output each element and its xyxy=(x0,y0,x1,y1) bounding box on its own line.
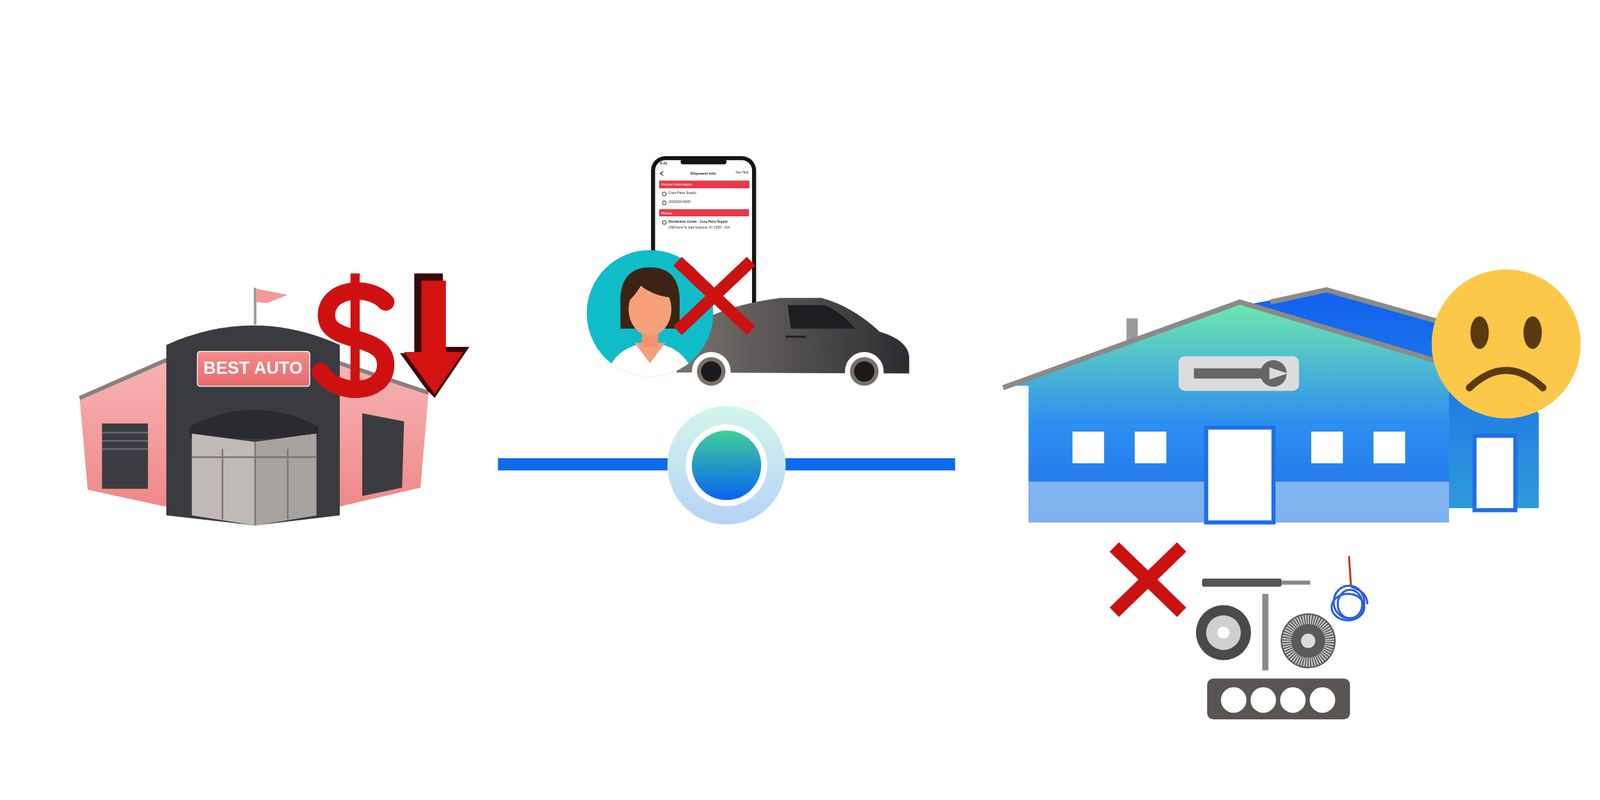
illustration-part xyxy=(192,441,317,526)
illustration-part xyxy=(1373,431,1405,463)
sad-face xyxy=(1431,269,1581,419)
illustration-part xyxy=(1206,427,1274,523)
illustration-part xyxy=(1114,547,1182,613)
illustration-part xyxy=(785,336,807,338)
illustration-part xyxy=(700,360,722,382)
illustration-part xyxy=(101,432,148,450)
node-text: Vendor Information xyxy=(661,182,692,187)
illustration-part xyxy=(1009,303,1449,523)
screen-text: Get Help xyxy=(736,171,749,176)
illustration-part xyxy=(320,291,386,390)
illustration-part xyxy=(1280,613,1336,669)
illustration-part xyxy=(691,352,731,392)
illustration-part xyxy=(101,432,148,434)
illustration-part xyxy=(677,261,752,331)
illustration-part xyxy=(101,448,148,450)
illustration-part xyxy=(844,352,884,392)
illustration-part xyxy=(254,441,256,526)
illustration-part xyxy=(660,171,664,176)
illustration-part xyxy=(787,305,856,329)
illustration-part xyxy=(662,192,667,196)
illustration-part xyxy=(221,449,223,520)
illustration-part xyxy=(1178,355,1300,391)
car-parts xyxy=(1196,556,1368,720)
price-drop-symbol xyxy=(320,273,470,399)
illustration-part xyxy=(101,423,148,489)
illustration-part xyxy=(190,409,319,439)
illustration-part xyxy=(192,456,317,458)
illustration-part xyxy=(255,433,317,526)
illustration-part xyxy=(1287,619,1330,663)
screen-text: (315)000-0000 xyxy=(668,200,691,205)
illustration-part xyxy=(403,280,463,394)
screen-text: Distribution Center - Cuse Parts Supply xyxy=(668,220,728,224)
illustration-part xyxy=(691,430,761,500)
screen-text: Cuse Parts Supply xyxy=(668,192,697,196)
progress-line xyxy=(497,406,955,525)
auto-shop xyxy=(79,288,429,526)
illustration-part xyxy=(1196,604,1252,660)
illustration-part xyxy=(1269,367,1288,380)
illustration-part xyxy=(1221,687,1247,713)
shop-sign: BEST AUTO xyxy=(196,350,310,387)
illustration-part xyxy=(685,424,768,507)
illustration-part xyxy=(1349,556,1352,587)
illustration-part xyxy=(1262,593,1269,671)
cross-mark xyxy=(677,261,752,331)
illustration-part xyxy=(1207,678,1350,720)
illustration-part xyxy=(1470,316,1490,349)
cross-mark xyxy=(1114,547,1182,613)
illustration-part xyxy=(1301,633,1316,648)
illustration-part xyxy=(663,200,667,205)
illustration-part xyxy=(1431,269,1581,419)
section-bar: Pickup xyxy=(659,209,749,217)
illustration-part xyxy=(254,288,257,325)
illustration-part xyxy=(1217,626,1230,639)
node-text: BEST AUTO xyxy=(203,358,303,379)
illustration-part xyxy=(628,277,674,301)
illustration-part xyxy=(1469,370,1544,388)
illustration-part xyxy=(667,406,786,525)
node-text: Pickup xyxy=(661,210,672,215)
illustration-part xyxy=(101,440,148,442)
illustration-part xyxy=(1206,615,1241,650)
illustration-part xyxy=(677,261,752,331)
screen-text: 1695 Acme St, East Syracuse, NY 13057, U… xyxy=(668,226,748,230)
illustration-part xyxy=(1523,316,1542,349)
illustration-part xyxy=(400,273,470,399)
screen-text: Shipment Info xyxy=(690,170,717,176)
illustration-part xyxy=(1072,431,1104,463)
illustration-part xyxy=(1309,687,1336,713)
screen-text: 6:22 xyxy=(660,161,668,166)
illustration-part xyxy=(79,359,169,399)
illustration-part xyxy=(696,357,726,386)
illustration-part xyxy=(192,433,317,526)
illustration-part xyxy=(1250,687,1277,713)
illustration-part xyxy=(1134,431,1167,463)
illustration-part xyxy=(1474,435,1516,511)
illustration-part xyxy=(1311,431,1343,463)
illustration-part xyxy=(849,357,879,386)
illustration-part xyxy=(604,343,696,383)
illustration-part xyxy=(1281,580,1311,585)
illustration-part xyxy=(1114,547,1182,613)
illustration-part xyxy=(286,449,288,520)
illustration-part xyxy=(166,325,340,527)
section-bar: Vendor Information xyxy=(659,180,749,188)
illustration-part xyxy=(1201,578,1282,587)
illustration-part xyxy=(680,159,727,165)
illustration-part xyxy=(256,288,288,303)
illustration-part xyxy=(79,359,169,507)
illustration-part xyxy=(1002,302,1451,388)
illustration-part xyxy=(362,413,404,496)
illustration-part xyxy=(854,360,875,382)
illustration-part xyxy=(1351,586,1368,605)
illustration-part xyxy=(662,220,667,225)
illustration-part xyxy=(1331,593,1365,621)
illustration-part xyxy=(1331,585,1368,621)
illustration-part xyxy=(1280,687,1306,713)
